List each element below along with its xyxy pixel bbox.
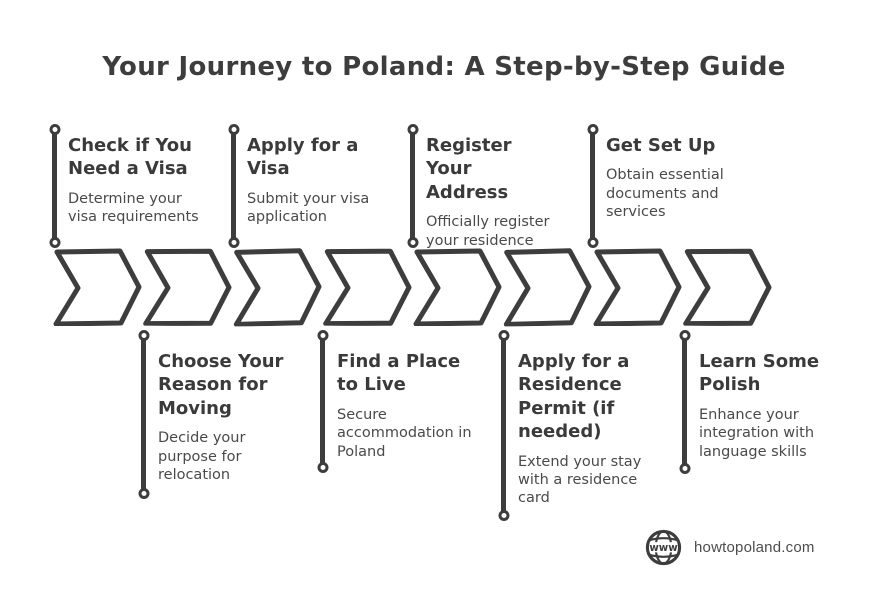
step-get-set-up: Get Set Up Obtain essential documents an… bbox=[606, 134, 746, 222]
website-url: howtopoland.com bbox=[694, 539, 815, 556]
step-title: Choose Your Reason for Moving bbox=[158, 351, 284, 419]
chevron-arrow-icon bbox=[683, 248, 772, 327]
page-title: Your Journey to Poland: A Step-by-Step G… bbox=[102, 52, 786, 82]
step-apply-visa: Apply for a Visa Submit your visa applic… bbox=[247, 134, 389, 227]
step-title: Register Your Address bbox=[426, 135, 512, 203]
svg-text:www: www bbox=[649, 543, 678, 554]
step-find-place: Find a Place to Live Secure accommodatio… bbox=[337, 350, 485, 461]
step-description: Submit your visa application bbox=[247, 190, 370, 226]
chevron-arrow-icon bbox=[323, 248, 412, 327]
timeline-connector bbox=[590, 131, 595, 241]
timeline-connector bbox=[141, 337, 146, 492]
footer-branding: www howtopoland.com bbox=[644, 528, 815, 567]
step-title: Get Set Up bbox=[606, 135, 716, 156]
timeline-connector bbox=[501, 337, 506, 514]
step-title: Check if You Need a Visa bbox=[68, 135, 192, 180]
step-description: Officially register your residence bbox=[426, 214, 550, 249]
www-globe-icon: www bbox=[645, 529, 682, 566]
timeline-connector bbox=[231, 131, 236, 241]
chevron-arrow-icon bbox=[143, 248, 232, 327]
chevron-arrow-icon bbox=[233, 248, 322, 327]
step-title: Apply for a Visa bbox=[247, 135, 359, 180]
chevron-arrow-icon bbox=[593, 248, 682, 326]
step-check-visa: Check if You Need a Visa Determine your … bbox=[68, 134, 218, 227]
step-title: Learn Some Polish bbox=[699, 351, 820, 396]
step-description: Secure accommodation in Poland bbox=[337, 406, 472, 460]
chevron-arrow-icon bbox=[53, 248, 142, 326]
step-choose-reason: Choose Your Reason for Moving Decide you… bbox=[158, 350, 308, 484]
step-title: Apply for a Residence Permit (if needed) bbox=[518, 351, 630, 443]
chevron-arrow-icon bbox=[503, 248, 592, 327]
step-residence-permit: Apply for a Residence Permit (if needed)… bbox=[518, 350, 658, 508]
step-title: Find a Place to Live bbox=[337, 351, 461, 396]
step-learn-polish: Learn Some Polish Enhance your integrati… bbox=[699, 350, 844, 461]
step-description: Enhance your integration with language s… bbox=[699, 406, 815, 460]
timeline-connector bbox=[682, 337, 687, 467]
step-description: Determine your visa requirements bbox=[68, 190, 199, 226]
step-description: Extend your stay with a residence card bbox=[518, 453, 642, 507]
timeline-connector bbox=[410, 131, 415, 241]
timeline-connector bbox=[320, 337, 325, 466]
chevron-arrow-icon bbox=[413, 248, 502, 326]
step-register-address: Register Your Address Officially registe… bbox=[426, 134, 568, 250]
step-description: Decide your purpose for relocation bbox=[158, 430, 246, 483]
step-description: Obtain essential documents and services bbox=[606, 167, 724, 221]
timeline-connector bbox=[52, 131, 57, 241]
